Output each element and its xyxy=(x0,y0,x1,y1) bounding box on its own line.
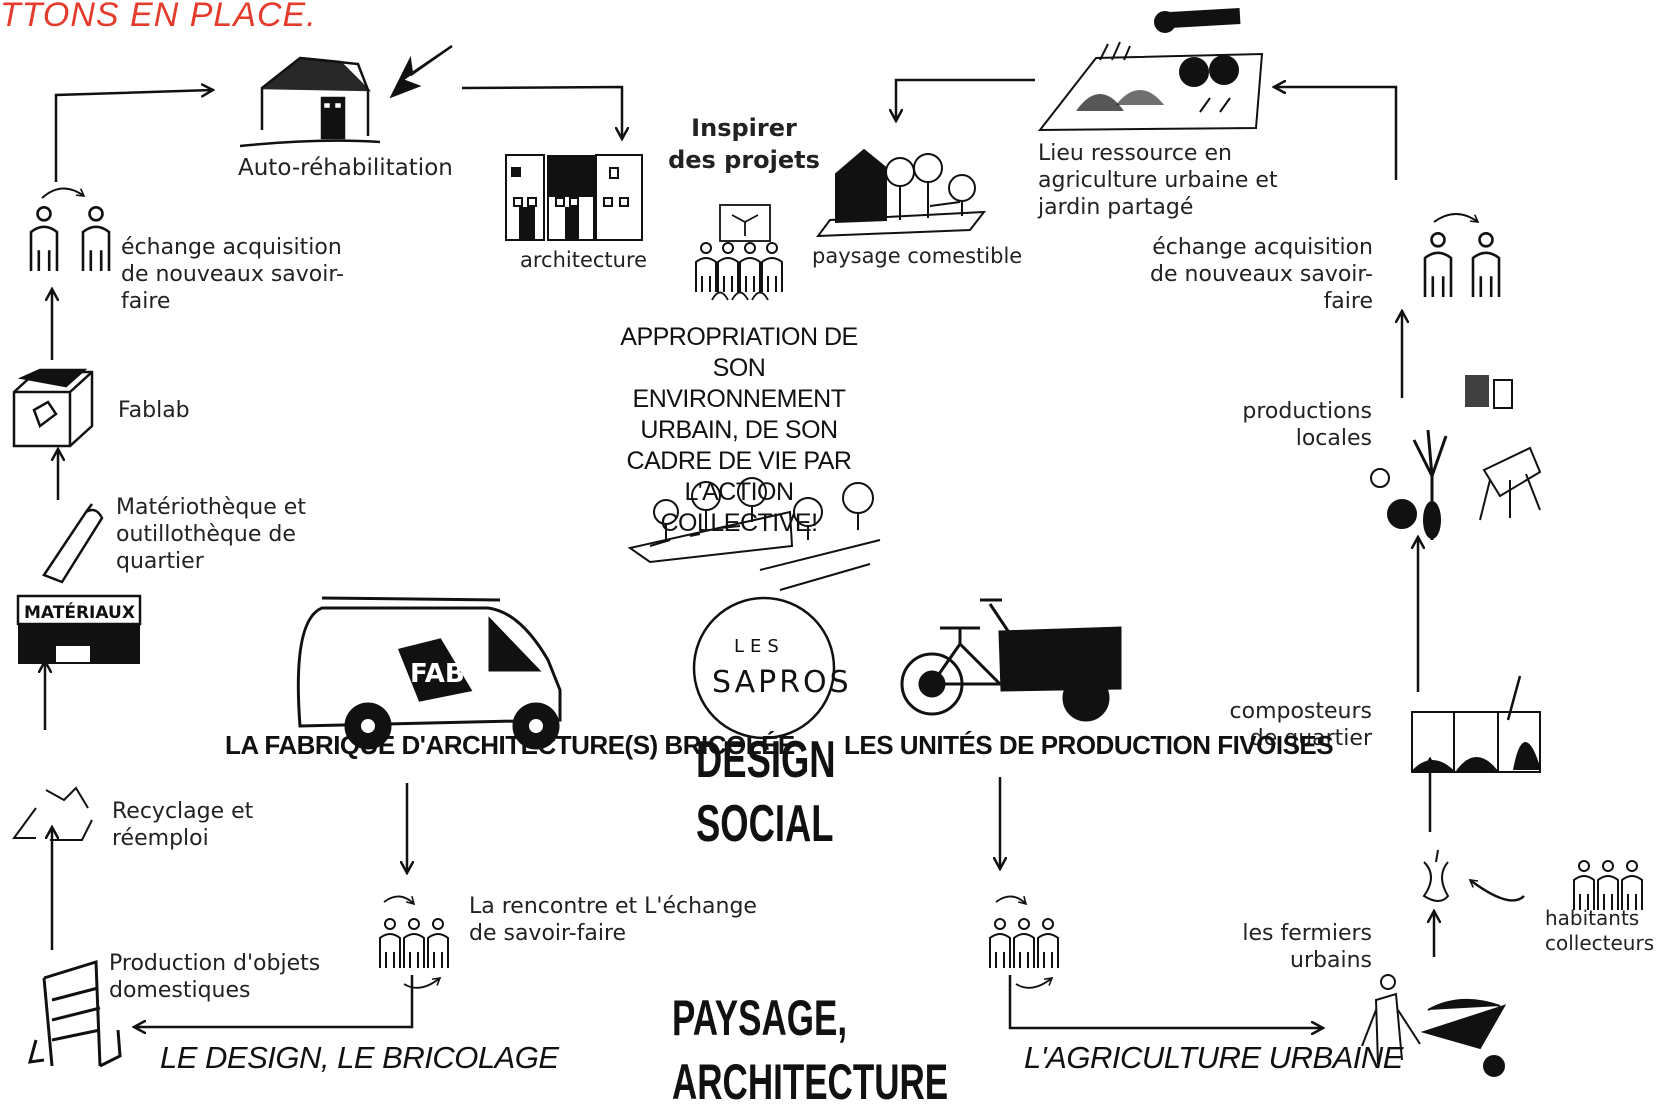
title-agriculture: L'agriculture urbaine xyxy=(1024,1040,1403,1075)
title-fabrique: La fabrique d'architecture(s) bricolée xyxy=(225,730,795,760)
node-productions-locales: productions locales xyxy=(1242,399,1372,451)
exchange-people-icon-right xyxy=(1423,213,1501,299)
urban-farm-icon xyxy=(1037,8,1264,132)
les-sapros-logo: LES SAPROS xyxy=(692,596,852,740)
buildings-icon xyxy=(505,154,643,241)
crowd-icon xyxy=(695,204,783,301)
farmer-wheelbarrow-icon xyxy=(1361,974,1507,1077)
recycle-icon xyxy=(12,786,93,841)
compost-bins-icon xyxy=(1411,675,1541,773)
node-production-objets: Production d'objets domestiques xyxy=(109,951,321,1003)
meeting-people-icon-right xyxy=(989,895,1059,989)
node-echange-left: échange acquisition de nouveaux savoir-f… xyxy=(121,235,344,314)
materiaux-label: MATÉRIAUX xyxy=(24,601,135,623)
chair-icon xyxy=(27,959,122,1068)
materiaux-shop-icon: MATÉRIAUX xyxy=(16,594,142,664)
node-auto-rehab: Auto-réhabilitation xyxy=(238,155,453,181)
node-recyclage: Recyclage et réemploi xyxy=(112,799,254,851)
node-materiotheque: Matériothèque et outillothèque de quarti… xyxy=(116,495,306,574)
node-fablab: Fablab xyxy=(118,398,190,423)
van-icon: FAB xyxy=(296,596,562,750)
fablab-icon xyxy=(12,368,94,448)
center-appropriation: Appropriation de son environnement urbai… xyxy=(620,323,858,537)
edible-landscape-icon xyxy=(815,148,987,238)
cargo-bike-icon xyxy=(900,598,1122,722)
node-composteurs: composteurs de quartier xyxy=(1229,699,1372,751)
exchange-people-icon-left xyxy=(29,187,111,273)
logo-sapros: SAPROS xyxy=(712,665,852,700)
node-fermiers: les fermiers urbains xyxy=(1242,921,1372,973)
meeting-people-icon-left xyxy=(379,895,449,989)
van-logo: FAB xyxy=(410,659,465,689)
logo-les: LES xyxy=(734,636,785,657)
node-rencontre: La rencontre et L'échange de savoir-fair… xyxy=(469,894,757,946)
center-paysage-architecture: PAYSAGE, ARCHITECTURE xyxy=(672,990,949,1110)
diagram-canvas: MATÉRIAUX FAB LES SAPROS xyxy=(12,8,1643,1077)
title-design-bricolage: Le design, le bricolage xyxy=(160,1040,559,1075)
node-lieu-ressource: Lieu ressource en agriculture urbaine et… xyxy=(1038,141,1278,220)
drill-icon xyxy=(42,503,104,584)
title-unites: Les unités de production fivoises xyxy=(844,730,1334,760)
apple-core-icon xyxy=(1422,849,1450,902)
house-icon xyxy=(239,44,453,148)
node-paysage-comestible: paysage comestible xyxy=(812,244,1023,268)
node-architecture: architecture xyxy=(520,248,648,272)
node-echange-right: échange acquisition de nouveaux savoir-f… xyxy=(1150,235,1373,314)
heading-fragment: ttons en place. xyxy=(0,0,317,34)
right-loop-arrows xyxy=(896,78,1525,1028)
vegetables-icon xyxy=(1370,375,1542,540)
node-inspire: Inspirer des projets xyxy=(668,114,820,174)
center-landscape-icon xyxy=(627,477,881,591)
left-loop-arrows xyxy=(45,87,622,1027)
center-design-social: DESIGN SOCIAL xyxy=(696,731,836,853)
node-habitants: habitants collecteurs xyxy=(1545,906,1655,955)
collectors-people-icon xyxy=(1573,860,1643,911)
